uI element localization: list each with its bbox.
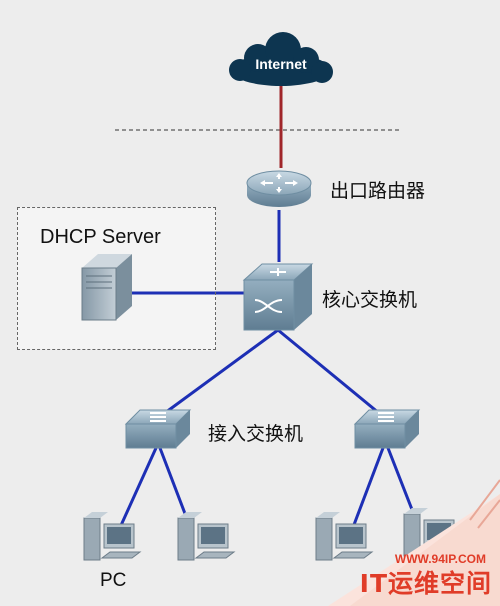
core-access-right-link [277,328,386,420]
internet-label: Internet [255,56,307,72]
exit-router-label: 出口路由器 [330,180,426,202]
access-switch-right-icon [353,409,421,449]
watermark-text: IT运维空间 [359,569,492,598]
internet-cloud-icon [229,32,333,86]
access-switch-label: 接入交换机 [208,423,304,445]
router-icon [246,170,312,207]
watermark-url: WWW.94IP.COM [394,552,486,566]
pc-3-icon [315,512,374,561]
core-switch-label: 核心交换机 [322,289,418,311]
dhcp-server-label: DHCP Server [40,226,161,248]
watermark-background [328,479,500,606]
dhcp-server-icon [81,254,132,321]
access-switch-left-icon [124,409,192,449]
pc-1-icon [83,512,142,561]
pc-2-icon [177,512,236,561]
core-access-left-link [157,328,279,420]
access-pc3-link [350,447,385,531]
access-pc1-link [116,447,158,533]
core-switch-icon [242,263,314,331]
dhcp-server-boundary [17,207,216,350]
pc-label: PC [100,570,127,591]
